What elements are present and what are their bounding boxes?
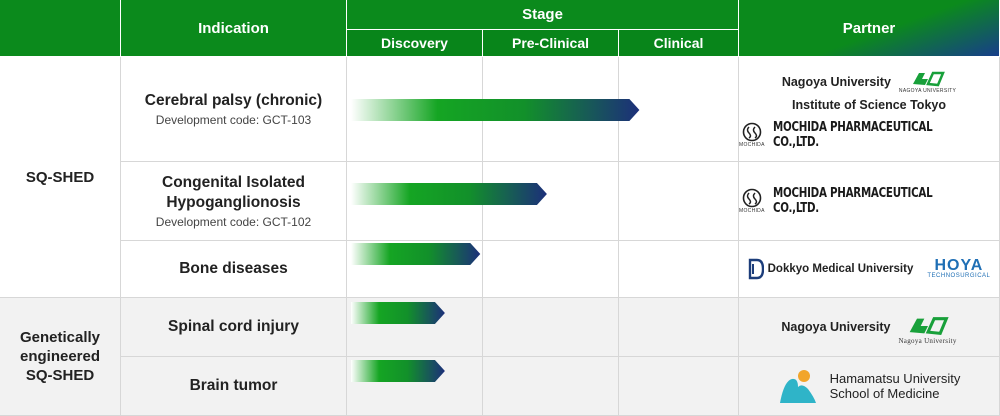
partner-nagoya: Nagoya University <box>781 75 891 89</box>
header-stage-preclinical: Pre-Clinical <box>483 30 619 57</box>
nagoya-small-label: NAGOYA UNIVERSITY <box>898 88 957 94</box>
header-indication: Indication <box>121 0 347 57</box>
indication-cell: Brain tumor <box>121 357 347 416</box>
nagoya-small-label: Nagoya University <box>898 337 957 345</box>
partner-cell: Dokkyo Medical University HOYA TECHNOSUR… <box>739 241 1000 298</box>
indication-name: Spinal cord injury <box>168 318 299 335</box>
mochida-small-label: MOCHIDA <box>739 142 765 148</box>
partner-mochida: MOCHIDA PHARMACEUTICAL CO.,LTD. <box>772 186 933 216</box>
group-label: SQ-SHED <box>25 168 95 186</box>
header-stage: Stage <box>347 0 739 30</box>
partner-science-tokyo: Institute of Science Tokyo <box>792 98 946 112</box>
header-stage-discovery: Discovery <box>347 30 483 57</box>
partner-dokkyo: Dokkyo Medical University <box>767 263 914 275</box>
indication-name: Bone diseases <box>179 260 288 277</box>
group-label: Genetically engineered SQ-SHED <box>19 329 101 384</box>
mochida-logo-icon <box>742 122 762 142</box>
dokkyo-logo-icon <box>748 258 764 280</box>
indication-cell: Bone diseases <box>121 241 347 298</box>
stage-col-preclinical <box>483 57 619 298</box>
hamamatsu-logo-icon <box>779 370 816 403</box>
header-corner <box>0 0 121 57</box>
stage-row-divider <box>347 298 739 357</box>
partner-nagoya: Nagoya University <box>781 320 891 334</box>
header-partner: Partner <box>739 0 1000 57</box>
group-sq-shed: SQ-SHED <box>0 57 121 298</box>
stage-row-divider <box>347 162 739 241</box>
header-stage-clinical: Clinical <box>619 30 739 57</box>
hoya-sub-label: TECHNOSURGICAL <box>927 273 991 279</box>
stage-col-clinical <box>619 57 739 298</box>
development-code: Development code: GCT-102 <box>155 215 312 229</box>
partner-cell: MOCHIDA MOCHIDA PHARMACEUTICAL CO.,LTD. <box>739 162 1000 241</box>
indication-cell: Cerebral palsy (chronic) Development cod… <box>121 57 347 162</box>
nagoya-university-logo-icon <box>909 317 949 335</box>
mochida-small-label: MOCHIDA <box>739 208 765 214</box>
indication-name: Congenital Isolated Hypoganglionosis <box>162 174 305 211</box>
nagoya-university-logo-icon <box>912 71 945 87</box>
partner-hamamatsu-line1: Hamamatsu University <box>829 371 961 386</box>
partner-hamamatsu-line2: School of Medicine <box>829 386 940 401</box>
partner-mochida: MOCHIDA PHARMACEUTICAL CO.,LTD. <box>772 120 933 150</box>
stage-row-divider <box>347 57 739 162</box>
indication-cell: Spinal cord injury <box>121 298 347 357</box>
partner-cell: Nagoya University NAGOYA UNIVERSITY Inst… <box>739 57 1000 162</box>
development-code: Development code: GCT-103 <box>155 113 312 127</box>
partner-hoya: HOYA <box>934 257 984 274</box>
indication-name: Brain tumor <box>189 377 278 394</box>
partner-cell: Hamamatsu University School of Medicine <box>739 357 1000 416</box>
indication-name: Cerebral palsy (chronic) <box>144 92 323 109</box>
indication-cell: Congenital Isolated Hypoganglionosis Dev… <box>121 162 347 241</box>
group-genetically-engineered: Genetically engineered SQ-SHED <box>0 298 121 416</box>
mochida-logo-icon <box>742 188 762 208</box>
partner-cell: Nagoya University Nagoya University <box>739 298 1000 357</box>
